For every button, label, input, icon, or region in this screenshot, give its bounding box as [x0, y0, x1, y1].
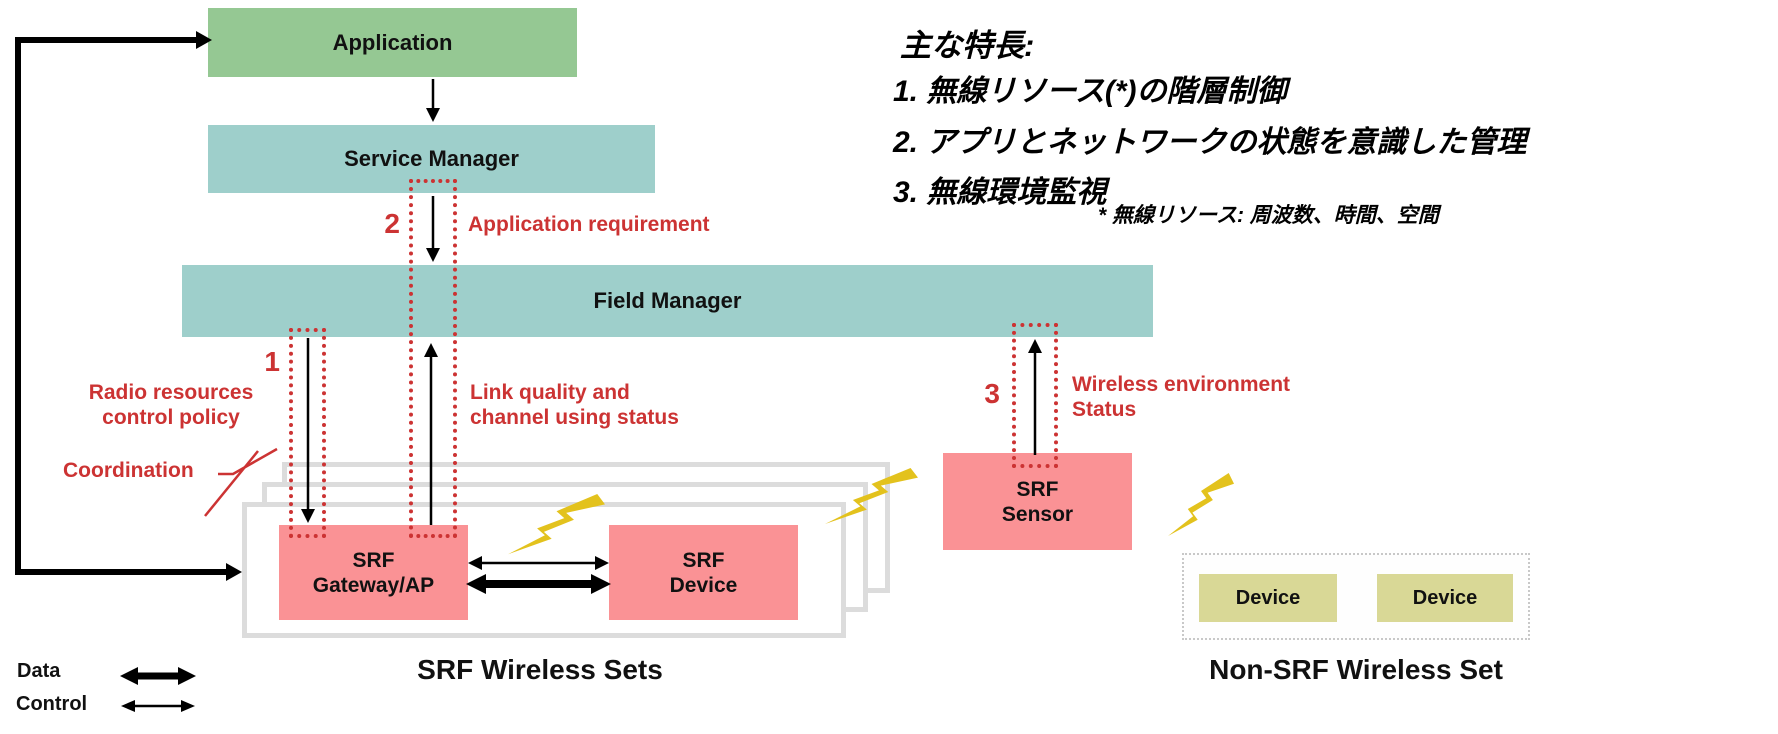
radio-resources-line1: Radio resources: [88, 381, 254, 404]
link-quality-line2: channel using status: [470, 406, 679, 429]
feature-item-1: 1. 無線リソース(*)の階層制御: [893, 75, 1287, 108]
lightning-bolt-icon: [1168, 473, 1234, 536]
features-footnote: * 無線リソース: 周波数、時間、空間: [1098, 204, 1439, 227]
non-srf-device-1-label: Device: [1235, 586, 1301, 609]
srf-sensor-label-line1: SRF: [1016, 477, 1059, 501]
field-manager-box: Field Manager: [182, 265, 1153, 337]
non-srf-device-box-1: Device: [1199, 574, 1337, 622]
feature-item-2: 2. アプリとネットワークの状態を意識した管理: [893, 126, 1527, 159]
coordination-label: Coordination: [63, 459, 194, 482]
srf-device-label-line2: Device: [669, 573, 738, 597]
radio-resources-label: Radio resources control policy: [62, 380, 280, 430]
feature-item-3: 3. 無線環境監視: [893, 176, 1107, 209]
app-to-sm-arrow: [426, 79, 440, 122]
step-number-2: 2: [384, 208, 400, 239]
wireless-environment-label: Wireless environment Status: [1072, 372, 1290, 422]
legend-data-label: Data: [17, 660, 61, 682]
non-srf-device-2-label: Device: [1412, 586, 1478, 609]
srf-gateway-label-line1: SRF: [352, 548, 395, 572]
dashed-rect-step1: [289, 328, 326, 538]
link-quality-label: Link quality and channel using status: [470, 380, 679, 430]
non-srf-device-box-2: Device: [1377, 574, 1513, 622]
srf-device-label-line1: SRF: [682, 548, 725, 572]
wireless-environment-line2: Status: [1072, 398, 1137, 421]
srf-sensor-box: SRF Sensor: [943, 453, 1132, 550]
application-label: Application: [332, 29, 453, 55]
dashed-rect-step2: [409, 179, 457, 538]
srf-sensor-label-line2: Sensor: [1001, 502, 1074, 526]
srf-device-box: SRF Device: [609, 525, 798, 620]
application-requirement-label: Application requirement: [468, 213, 710, 236]
step-number-1: 1: [264, 346, 280, 377]
legend-data-arrow: [120, 667, 196, 685]
field-manager-label: Field Manager: [593, 288, 742, 313]
features-title: 主な特長:: [900, 28, 1035, 63]
application-box: Application: [208, 8, 577, 77]
srf-gateway-box: SRF Gateway/AP: [279, 525, 468, 620]
wireless-environment-line1: Wireless environment: [1072, 373, 1291, 396]
dashed-rect-step3: [1012, 323, 1058, 468]
legend-control-arrow: [121, 700, 195, 712]
step-number-3: 3: [984, 378, 1000, 409]
link-quality-line1: Link quality and: [470, 381, 630, 404]
service-manager-box: Service Manager: [208, 125, 655, 193]
legend-control-label: Control: [16, 693, 88, 715]
srf-wireless-sets-caption: SRF Wireless Sets: [417, 654, 663, 685]
srf-gateway-label-line2: Gateway/AP: [312, 573, 435, 597]
service-manager-label: Service Manager: [344, 146, 519, 171]
non-srf-wireless-set-caption: Non-SRF Wireless Set: [1209, 654, 1503, 685]
radio-resources-line2: control policy: [102, 406, 240, 429]
